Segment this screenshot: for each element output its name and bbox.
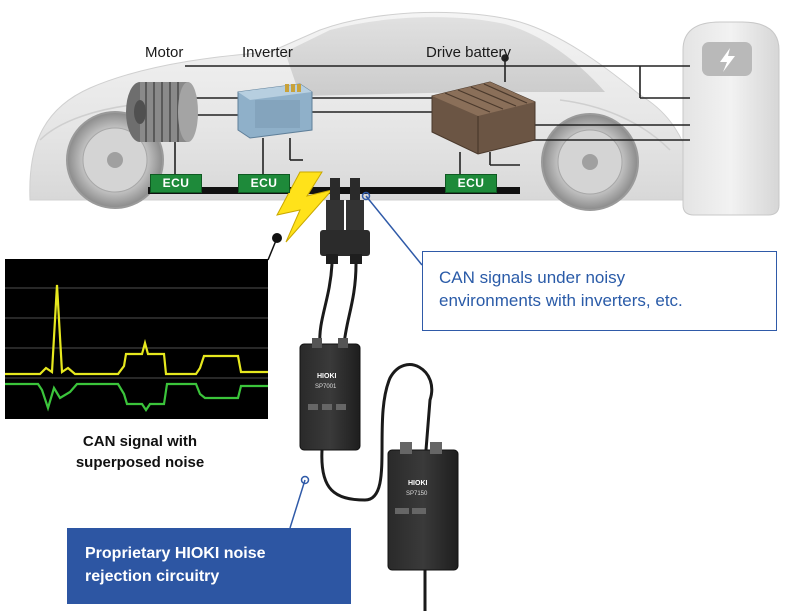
inverter-illustration [237, 83, 313, 139]
oscilloscope-caption: CAN signal with superposed noise [40, 431, 240, 473]
charging-station [682, 21, 780, 216]
oscilloscope-caption-line2: superposed noise [75, 454, 205, 471]
motor-label: Motor [145, 44, 184, 61]
inverter-label: Inverter [242, 44, 293, 61]
ecu-inverter: ECU [238, 174, 290, 193]
drive-battery-illustration [431, 81, 536, 155]
hioki-callout-line1: Proprietary HIOKI noise [85, 545, 266, 562]
leader-lines [267, 191, 423, 529]
probe-cables [318, 263, 434, 611]
ecu-battery: ECU [445, 174, 497, 193]
interface-device-body [387, 442, 459, 571]
noisy-can-callout: CAN signals under noisy environments wit… [422, 251, 777, 331]
oscilloscope-display [5, 259, 268, 419]
interface-model-text: SP7150 [406, 491, 428, 497]
probe-clips [320, 178, 370, 264]
rear-wheel [541, 113, 639, 211]
hioki-circuitry-callout: Proprietary HIOKI noise rejection circui… [67, 528, 351, 604]
probe-device-body [299, 338, 361, 451]
probe-model-text: SP7001 [315, 384, 337, 390]
ecu-motor: ECU [150, 174, 202, 193]
noise-lightning-icon [276, 171, 334, 243]
noisy-can-callout-line1: CAN signals under noisy [439, 268, 626, 287]
hioki-callout-line2: rejection circuitry [85, 568, 220, 585]
interface-brand-logo: HIOKI [408, 480, 428, 487]
bolt-icon [720, 48, 735, 72]
probe-brand-logo: HIOKI [317, 373, 337, 380]
oscilloscope-caption-line1: CAN signal with [82, 433, 198, 450]
can-high-trace [5, 284, 268, 376]
car-silhouette [29, 11, 696, 201]
drive-battery-label: Drive battery [426, 44, 512, 61]
noisy-can-callout-line2: environments with inverters, etc. [439, 291, 683, 310]
motor-illustration [126, 82, 198, 142]
can-low-trace [5, 382, 268, 412]
